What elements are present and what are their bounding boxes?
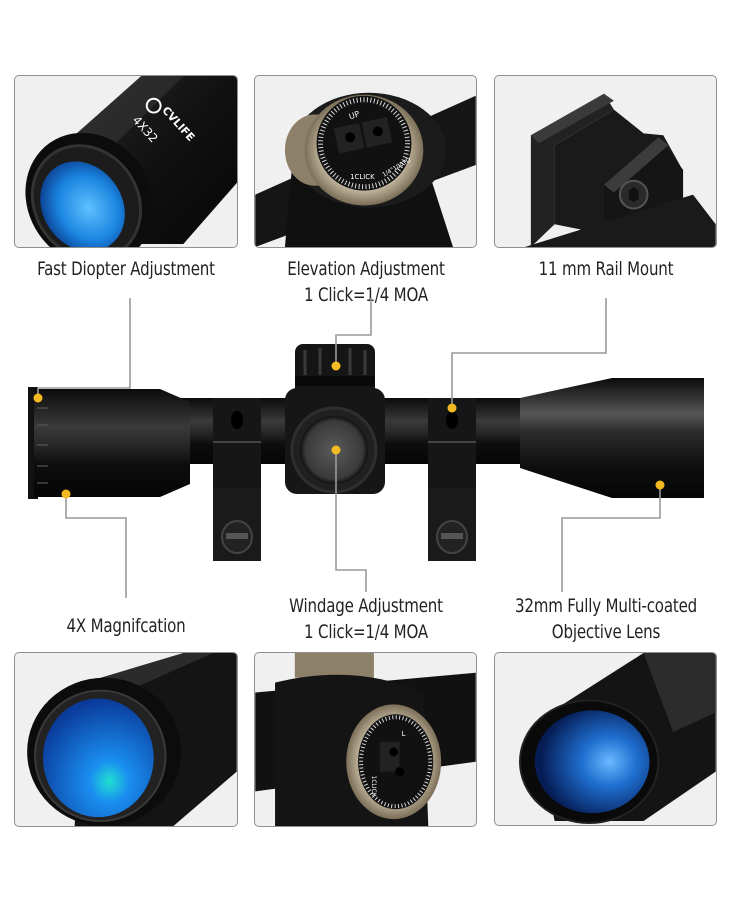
callout-dot-magnification [61, 489, 71, 499]
svg-text:1CLICK: 1CLICK [370, 776, 377, 797]
label-magnification: 4X Magnifcation [66, 615, 186, 637]
eyepiece-front-image [27, 653, 237, 826]
scope-ring-left [213, 398, 261, 561]
eyepiece [28, 387, 190, 499]
label-elevation: Elevation Adjustment 1 Click=1/4 MOA [287, 258, 445, 306]
label-windage: Windage Adjustment 1 Click=1/4 MOA [289, 595, 443, 643]
svg-text:L: L [402, 730, 406, 738]
elevation-turret-image: UP 1CLICK 1/4"100YD [255, 92, 476, 247]
scope-ring-right [428, 398, 476, 561]
leader-lines [37, 298, 661, 598]
windage-turret-image: L 1CLICK [255, 653, 476, 826]
callout-dot-windage [331, 445, 341, 455]
label-rail-mount: 11 mm Rail Mount [538, 258, 674, 280]
panel-magnification-closeup [14, 652, 238, 827]
label-diopter: Fast Diopter Adjustment [37, 258, 215, 280]
label-objective-lens: 32mm Fully Multi-coated Objective Lens [514, 595, 698, 643]
callout-dot-rail [447, 403, 457, 413]
callout-dots [33, 361, 665, 499]
main-tube [180, 398, 530, 464]
rail-mount-image [524, 93, 716, 247]
panel-objective-closeup [494, 652, 717, 826]
callout-dot-elevation [331, 361, 341, 371]
objective-bell [520, 378, 704, 498]
eyepiece-image: CVLIFE 4X32 [25, 76, 237, 247]
callout-dot-diopter [33, 393, 43, 403]
svg-text:UP: UP [348, 109, 361, 121]
panel-rail-mount-closeup [494, 75, 717, 248]
turret-housing [285, 344, 385, 494]
svg-text:1CLICK: 1CLICK [350, 173, 375, 181]
callout-dot-objective [655, 480, 665, 490]
panel-windage-closeup: L 1CLICK [254, 652, 477, 827]
panel-diopter-closeup: CVLIFE 4X32 [14, 75, 238, 248]
panel-elevation-closeup: UP 1CLICK 1/4"100YD [254, 75, 477, 248]
objective-lens-image [519, 653, 716, 825]
